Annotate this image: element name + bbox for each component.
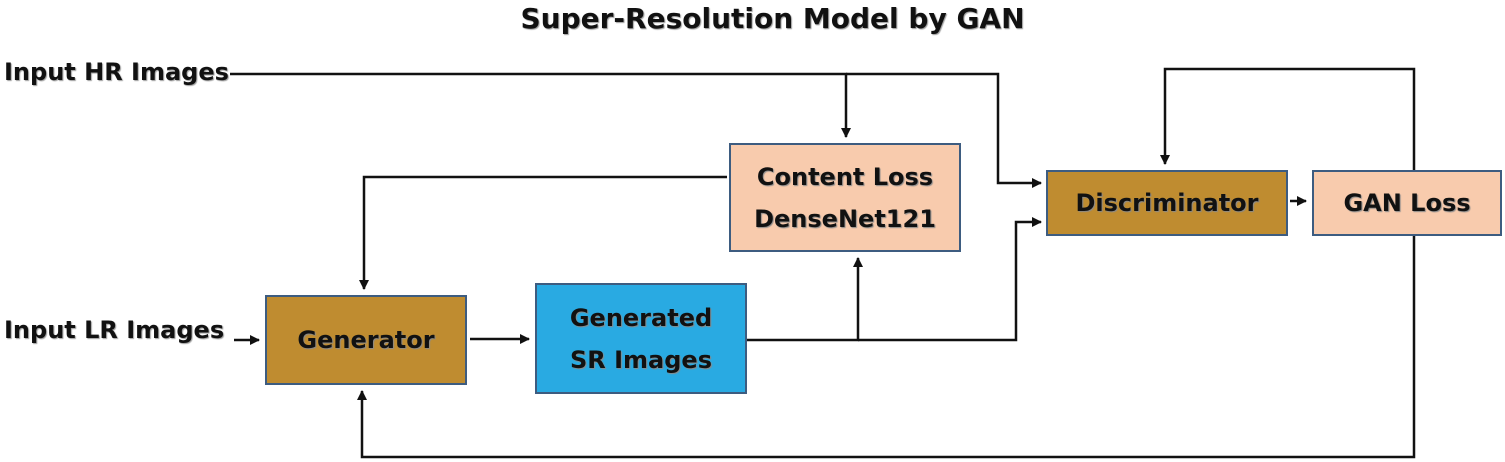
- gan-loss-box: GAN Loss: [1312, 170, 1502, 236]
- generated-sr-line2: SR Images: [570, 345, 712, 374]
- content-loss-line2: DenseNet121: [754, 204, 936, 233]
- content-loss-line1: Content Loss: [756, 162, 934, 191]
- content-loss-box: Content Loss DenseNet121: [729, 143, 961, 252]
- generated-to-content-loss-arrow: [747, 257, 863, 342]
- generated-sr-images-box: Generated SR Images: [535, 283, 747, 394]
- generator-box: Generator: [265, 295, 467, 385]
- discriminator-box: Discriminator: [1046, 170, 1288, 236]
- content-loss-to-generator-arrow: [359, 175, 727, 290]
- generator-label: Generator: [297, 326, 435, 354]
- hr-to-discriminator-arrow: [846, 72, 1042, 188]
- generated-to-discriminator-arrow: [858, 217, 1042, 342]
- gan-loss-to-generator-arrow: [357, 236, 1416, 459]
- discriminator-label: Discriminator: [1075, 189, 1259, 217]
- diagram-title: Super-Resolution Model by GAN: [520, 2, 1025, 35]
- gan-loss-to-discriminator-arrow: [1160, 67, 1416, 170]
- input-hr-label: Input HR Images: [4, 58, 229, 86]
- input-lr-label: Input LR Images: [4, 316, 225, 344]
- hr-to-content-loss-arrow: [230, 72, 851, 138]
- gan-loss-label: GAN Loss: [1343, 189, 1471, 217]
- generated-sr-line1: Generated: [569, 303, 713, 332]
